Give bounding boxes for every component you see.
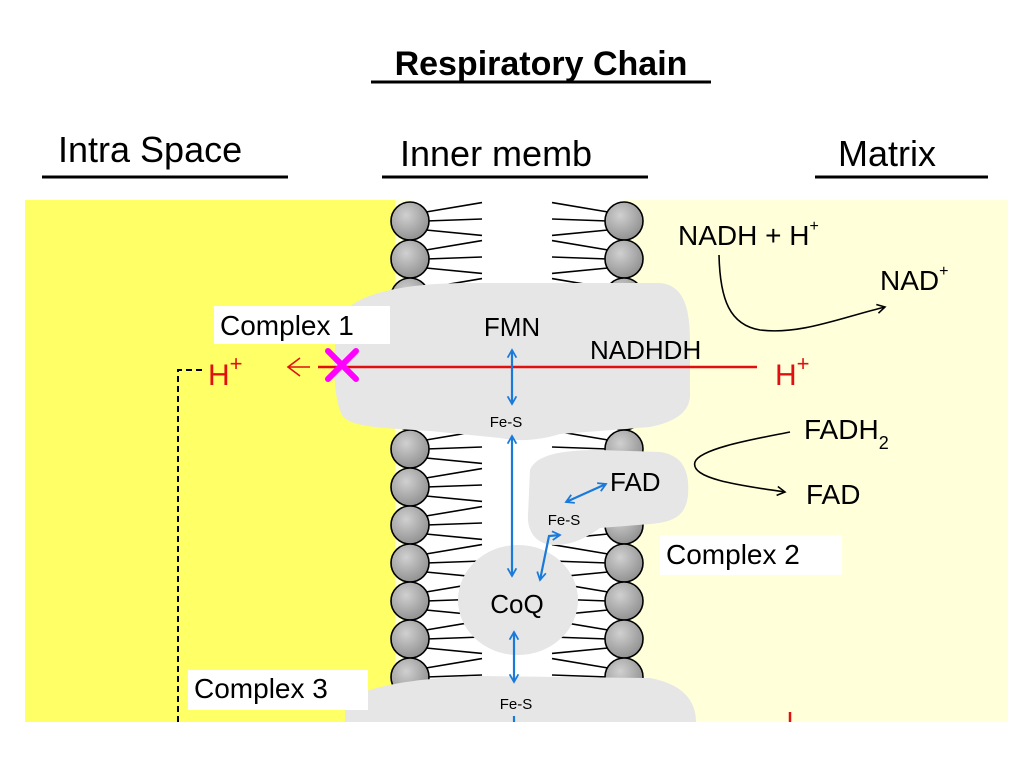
lipid-tail [425,201,483,213]
lipid-tail [551,239,609,251]
lipid-tail [551,218,609,222]
page-title: Respiratory Chain [395,45,688,83]
lipid-tail [425,560,483,564]
lipid-tail [425,267,483,275]
proton-left-label: H+ [208,351,243,392]
intra-space-label: Intra Space [58,129,242,170]
lipid-head [390,505,430,545]
lipid-head [604,581,644,621]
complex3-protein [345,676,696,722]
lipid-tail [551,446,609,450]
lipid-head [390,581,430,621]
lipid-head [390,467,430,507]
lipid-tail [425,218,483,222]
nadh-h-label: NADH + H+ [678,218,819,251]
lipid-tail [425,446,483,450]
lipid-tail [425,239,483,251]
lipid-tail [551,267,609,275]
nadhdh-label: NADHDH [590,335,701,365]
lipid-head [604,239,644,279]
lipid-tail [425,674,483,678]
lipid-head [390,201,430,241]
lipid-head [604,201,644,241]
fmn-label: FMN [484,312,540,342]
proton-return-dashed-line [177,369,205,722]
lipid-head [390,619,430,659]
complex3-label-bg [188,670,368,710]
lipid-tail [425,495,483,503]
complex2-label-bg [660,535,842,575]
lipid-tail [425,229,483,237]
electron-arrows [506,348,608,722]
fes-coq-complex2-arrow [536,530,562,582]
lipid-tail [551,229,609,237]
lipid-head [604,619,644,659]
lipid-tail [551,647,609,655]
proton-right-label: H+ [775,351,810,392]
inner-memb-label: Inner memb [400,133,592,174]
nad-label: NAD+ [880,263,948,296]
matrix-label: Matrix [838,133,936,174]
lipid-tail [425,522,483,526]
lipid-tail [425,533,483,541]
lipid-tail [425,657,483,669]
lipid-head [390,543,430,583]
fad-label: FAD [806,479,860,510]
lipid-tail [425,467,483,479]
fad-complex-label: FAD [610,467,661,497]
fes-bottom-label: Fe-S [500,696,533,713]
lipid-tail [425,505,483,517]
lipid-tail [425,647,483,655]
fes-top-label: Fe-S [490,414,523,431]
intra-space-region [25,200,395,722]
complex3-label: Complex 3 [194,673,328,704]
blocked-x-icon [325,348,359,382]
lipid-head [604,543,644,583]
coq-label: CoQ [490,589,543,619]
lipid-tail [552,724,608,729]
lipid-tail [551,674,609,678]
complex2-label: Complex 2 [666,539,800,570]
lipid-head [390,429,430,469]
lipid-tail [551,256,609,260]
fadh2-label: FADH2 [804,414,889,453]
nadh-reaction-arrow [718,254,887,332]
fadh2-reaction-arrow [694,431,791,497]
lipid-tail [425,457,483,465]
lipid-tail [425,636,483,640]
complex1-label-bg [214,306,390,344]
lipid-tail [425,543,483,555]
lipid-tail [425,484,483,488]
lipid-tail [551,201,609,213]
fes-mid-label: Fe-S [548,512,581,529]
lipid-tail [425,256,483,260]
lipid-head [390,239,430,279]
complex2-protein [527,450,689,545]
lipid-tail [426,724,482,729]
fad-fes-arrow [564,482,608,504]
lipid-tail [551,657,609,669]
complex1-label: Complex 1 [220,310,354,341]
